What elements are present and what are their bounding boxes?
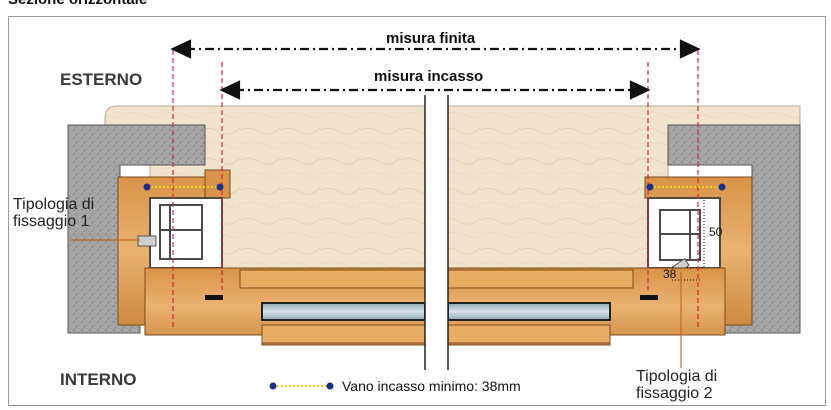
left-metal-profile xyxy=(137,197,223,269)
interior-label: INTERNO xyxy=(60,370,137,389)
fixing-1-label: Tipologia di fissaggio 1 xyxy=(13,196,94,230)
recess-size-label: misura incasso xyxy=(370,68,488,85)
fixing-2-line-1: Tipologia di xyxy=(636,368,718,385)
fixing-1-line-1: Tipologia di xyxy=(13,196,95,213)
right-glass xyxy=(447,302,611,321)
fixing-2-label: Tipologia di fissaggio 2 xyxy=(636,368,717,402)
right-sash-top-rail xyxy=(447,269,634,289)
recess-marker-right xyxy=(646,183,726,191)
left-sash-top-rail xyxy=(239,269,426,289)
center-gap xyxy=(425,95,448,370)
drawing-frame xyxy=(8,16,826,406)
left-glass xyxy=(261,302,426,321)
dim-38-label: 38 xyxy=(663,267,677,281)
exterior-label: ESTERNO xyxy=(60,70,143,89)
dim-finished xyxy=(170,39,701,59)
fixing-1-line-2: fissaggio 1 xyxy=(13,213,90,230)
fixing-2-line-2: fissaggio 2 xyxy=(636,385,713,402)
finished-size-label: misura finita xyxy=(382,30,480,47)
right-sash-bottom-rail xyxy=(447,324,611,344)
left-sash-bottom-rail xyxy=(261,324,426,344)
legend-text: Vano incasso minimo: 38mm xyxy=(342,378,521,394)
legend-marker xyxy=(269,382,334,390)
dim-recess xyxy=(219,80,651,100)
section-title: Sezione orizzontale xyxy=(8,0,147,8)
red-guides xyxy=(172,50,699,330)
recess-marker-left xyxy=(143,183,224,191)
left-wood-block xyxy=(204,169,231,199)
dim-50-label: 50 xyxy=(709,225,723,239)
